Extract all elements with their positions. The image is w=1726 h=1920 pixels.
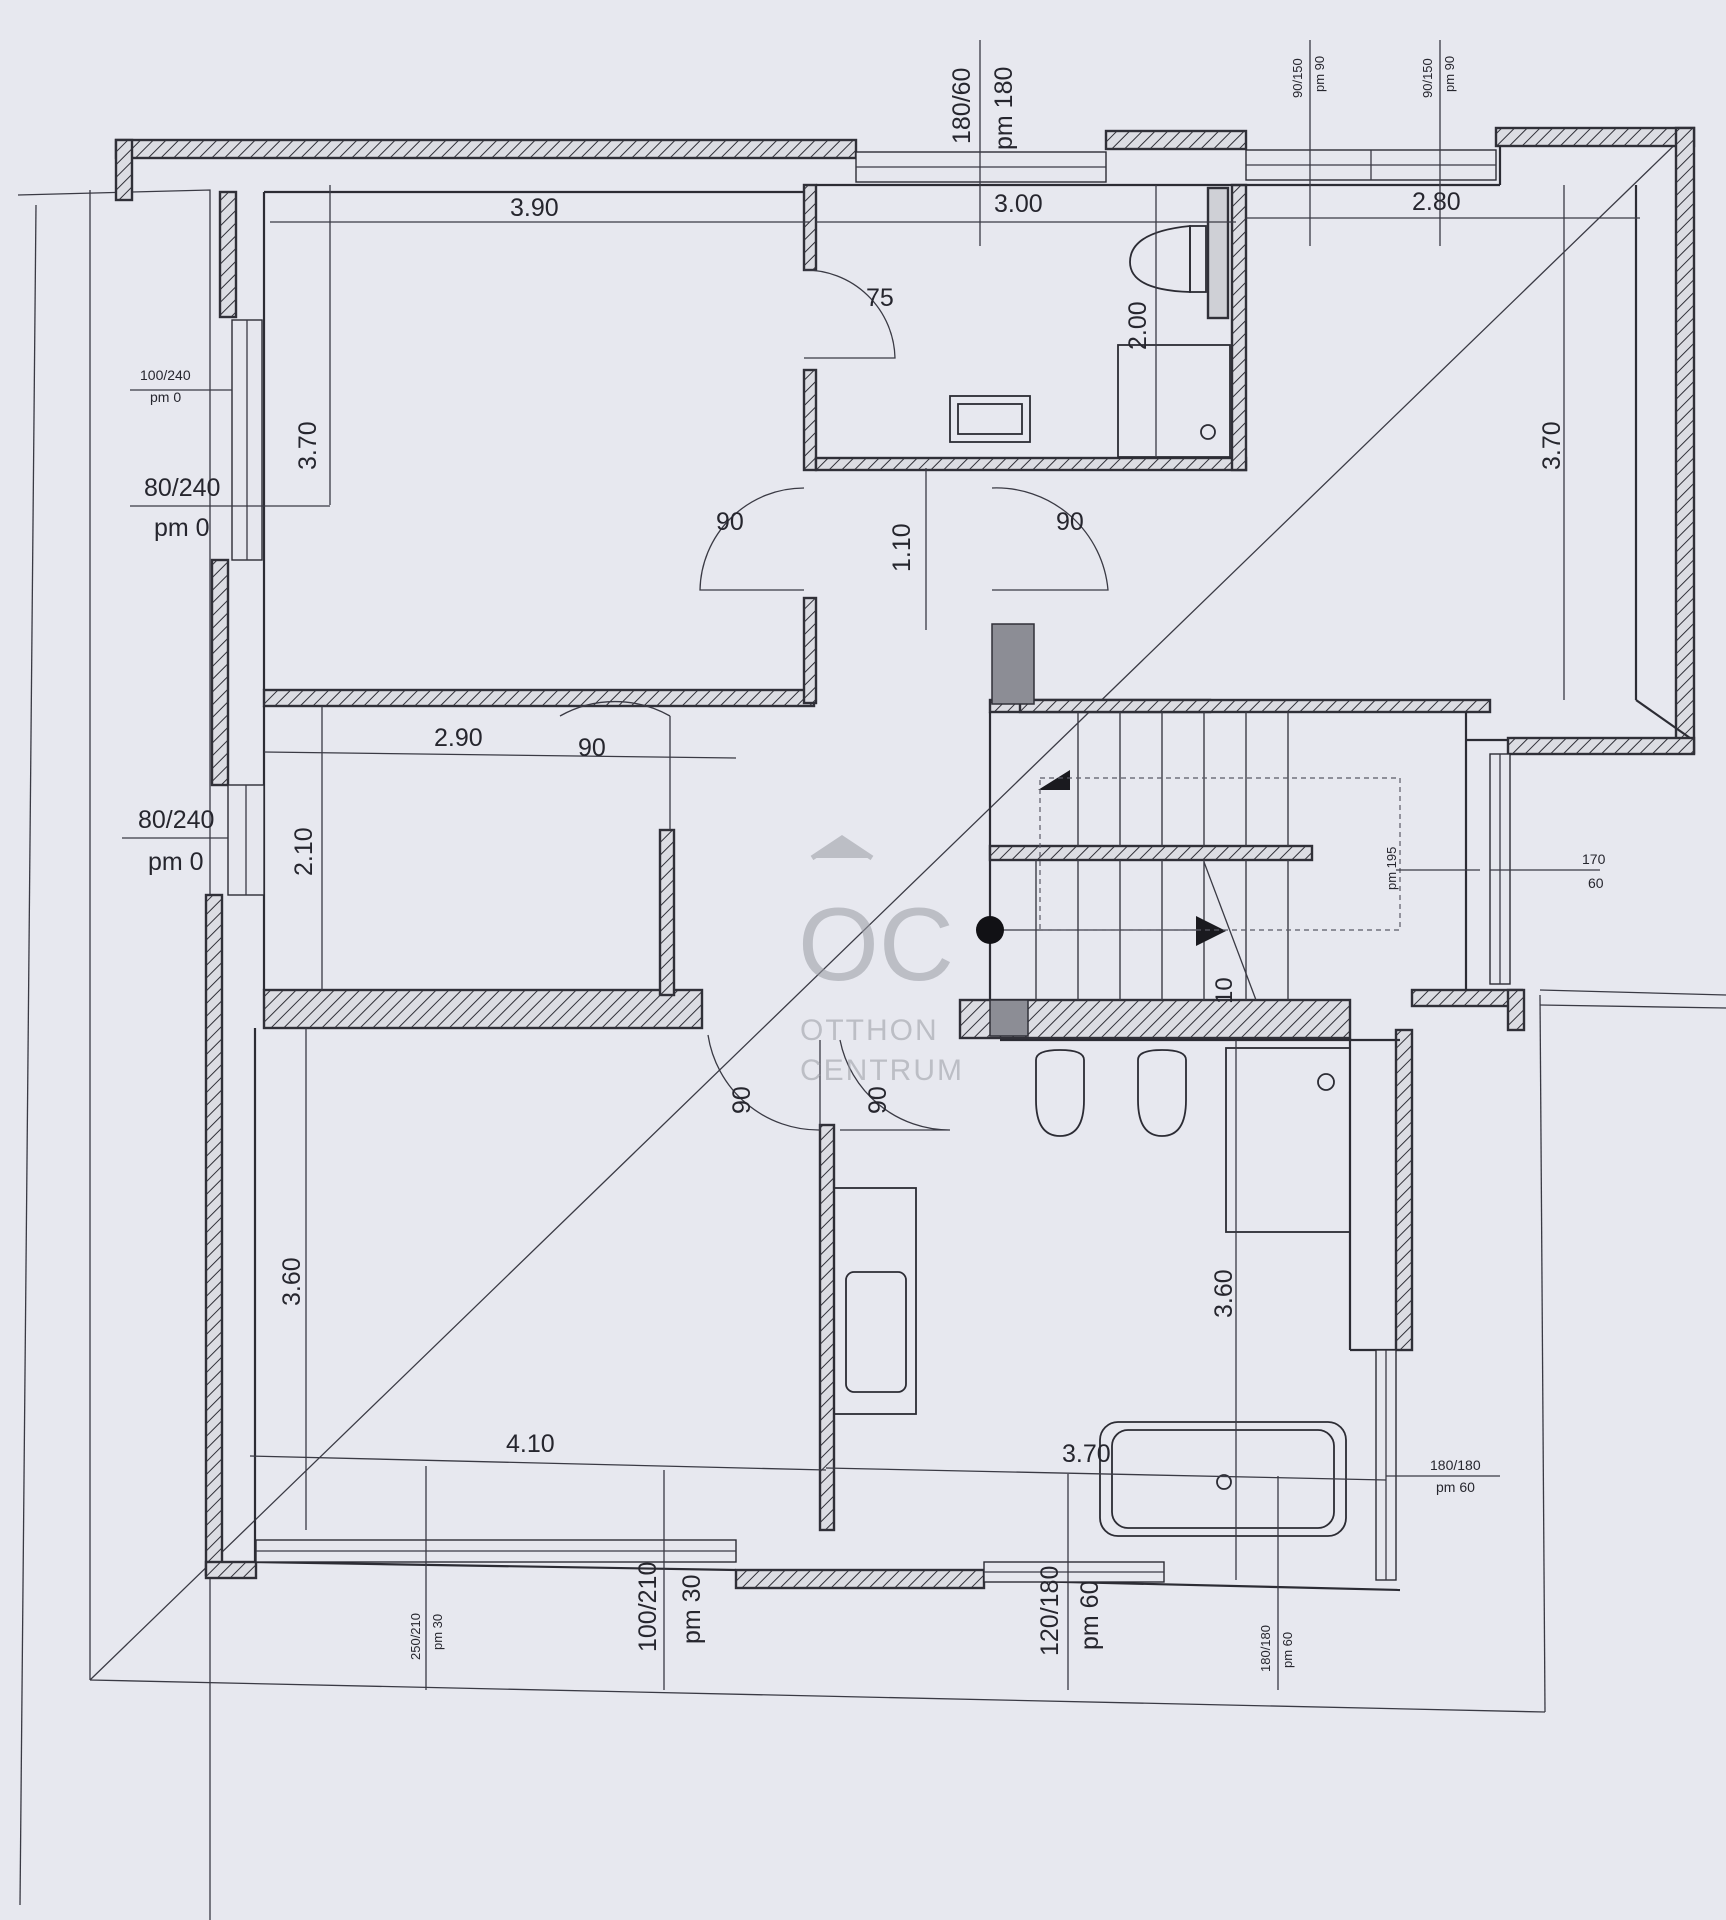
win-right-bath-size: 180/180 xyxy=(1430,1457,1481,1473)
window-labels: 180/60 pm 180 90/150 pm 90 90/150 pm 90 … xyxy=(138,56,1606,1672)
dim-corridor-width: 1.10 xyxy=(888,523,916,572)
win-left-low-pm: pm 0 xyxy=(148,848,204,876)
win-bottom-1-pm: pm 30 xyxy=(430,1614,445,1650)
win-left-mid-size: 80/240 xyxy=(144,474,220,502)
staircase xyxy=(976,623,1480,1037)
win-top-right-2-pm: pm 90 xyxy=(1442,56,1457,92)
stair-steps-upper xyxy=(1077,712,1289,846)
dim-bath-bottom-height: 3.60 xyxy=(1210,1269,1238,1318)
windows xyxy=(227,149,1511,1583)
stair-step-label: 10 xyxy=(1211,977,1238,1004)
win-left-top-size: 100/240 xyxy=(140,367,191,383)
otthon-centrum-watermark: OC OTTHON CENTRUM xyxy=(798,834,964,1087)
door-w-room-label: 90 xyxy=(578,734,606,762)
svg-text:CENTRUM: CENTRUM xyxy=(800,1054,964,1087)
win-bottom-2-pm: pm 30 xyxy=(678,1575,706,1644)
sheet-frame xyxy=(17,129,1726,1920)
win-bottom-4-size: 180/180 xyxy=(1258,1625,1273,1672)
dim-room-ne-height: 3.70 xyxy=(1538,421,1566,470)
win-left-mid-pm: pm 0 xyxy=(154,514,210,542)
door-bath-top-label: 75 xyxy=(866,284,894,312)
win-right-stair-pm: 60 xyxy=(1588,875,1604,891)
door-labels: 75 90 90 90 90 90 xyxy=(578,284,1084,1114)
win-bottom-3-pm: pm 60 xyxy=(1076,1581,1104,1650)
dim-room-nw-width: 3.90 xyxy=(510,194,559,222)
svg-text:OC: OC xyxy=(798,887,954,1003)
door-swings xyxy=(559,269,1109,1131)
win-top-center-pm: pm 180 xyxy=(990,67,1018,150)
stair-labels: pm 195 10 xyxy=(1211,847,1399,1004)
win-top-right-1-pm: pm 90 xyxy=(1312,56,1327,92)
dim-room-sw-width: 4.10 xyxy=(506,1430,555,1458)
svg-text:OTTHON: OTTHON xyxy=(800,1014,939,1047)
dim-bath-top-height: 2.00 xyxy=(1124,301,1152,350)
dim-room-sw-height: 3.60 xyxy=(278,1257,306,1306)
win-right-stair-size: 170 xyxy=(1582,851,1606,867)
win-bottom-1-size: 250/210 xyxy=(408,1613,423,1660)
stair-height-label: pm 195 xyxy=(1384,847,1399,890)
door-nw-room-label: 90 xyxy=(716,508,744,536)
door-ne-room-label: 90 xyxy=(1056,508,1084,536)
win-bottom-3-size: 120/180 xyxy=(1036,1566,1064,1656)
door-bath-bottom-label: 90 xyxy=(864,1086,892,1114)
win-bottom-2-size: 100/210 xyxy=(634,1562,662,1652)
win-right-bath-pm: pm 60 xyxy=(1436,1479,1475,1495)
room-outlines xyxy=(253,146,1691,1592)
bath-top-fixtures xyxy=(949,186,1231,458)
dim-room-nw-height: 3.70 xyxy=(294,421,322,470)
win-left-top-pm: pm 0 xyxy=(150,389,181,405)
dim-room-ne-width: 2.80 xyxy=(1412,188,1461,216)
dim-room-w-height: 2.10 xyxy=(290,827,318,876)
dim-bath-bottom-width: 3.70 xyxy=(1062,1440,1111,1468)
dimension-labels: 3.90 3.70 3.00 2.00 2.80 3.70 1.10 2.90 … xyxy=(278,188,1566,1468)
win-top-center-size: 180/60 xyxy=(948,68,976,144)
win-top-right-1-size: 90/150 xyxy=(1290,58,1305,98)
dimension-lines xyxy=(122,40,1640,1690)
exterior-walls xyxy=(114,126,1696,1590)
door-sw-room-label: 90 xyxy=(728,1086,756,1114)
win-left-low-size: 80/240 xyxy=(138,806,214,834)
win-bottom-4-pm: pm 60 xyxy=(1280,1632,1295,1668)
win-top-right-2-size: 90/150 xyxy=(1420,58,1435,98)
dim-room-w-width: 2.90 xyxy=(434,724,483,752)
dim-bath-top-width: 3.00 xyxy=(994,190,1043,218)
